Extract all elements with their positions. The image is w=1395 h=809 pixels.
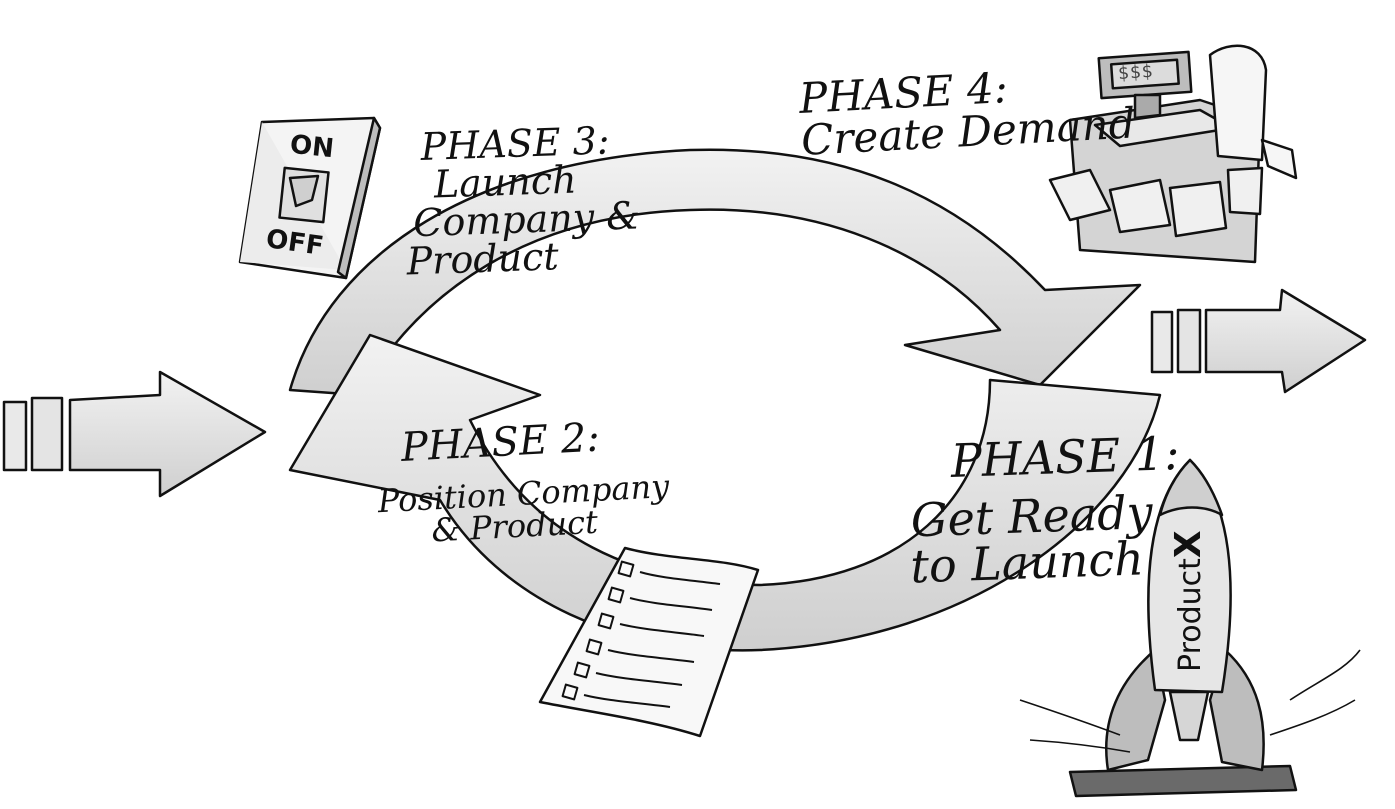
rocket-icon <box>1019 458 1361 798</box>
phase-1-label: PHASE 1: Get Ready to Launch <box>910 426 1184 593</box>
rocket-label-main: Product <box>1173 558 1208 672</box>
phase-2-label: PHASE 2: Position Company & Product <box>377 414 672 550</box>
switch-icon <box>238 116 382 280</box>
cycle-arrow-upper <box>288 148 1142 397</box>
switch-on-label: ON <box>288 129 336 165</box>
rocket-label-accent: X <box>1168 530 1209 559</box>
exit-arrow-icon <box>1150 288 1367 394</box>
phase-1-line-2: to Launch <box>909 531 1145 594</box>
phase-2-heading: PHASE 2: <box>399 414 601 471</box>
cycle-arrow-lower <box>288 333 1162 652</box>
register-display: $$$ <box>1117 60 1155 85</box>
phase-1-heading: PHASE 1: <box>949 426 1181 488</box>
phase-3-label: PHASE 3: Launch Company & Product <box>406 118 642 283</box>
entry-arrow-icon <box>2 370 267 498</box>
checklist-icon <box>538 546 760 738</box>
cash-register-icon <box>1048 44 1298 264</box>
phase-4-label: PHASE 4: Create Demand <box>798 60 1137 165</box>
rocket-label: ProductX <box>1168 530 1209 672</box>
